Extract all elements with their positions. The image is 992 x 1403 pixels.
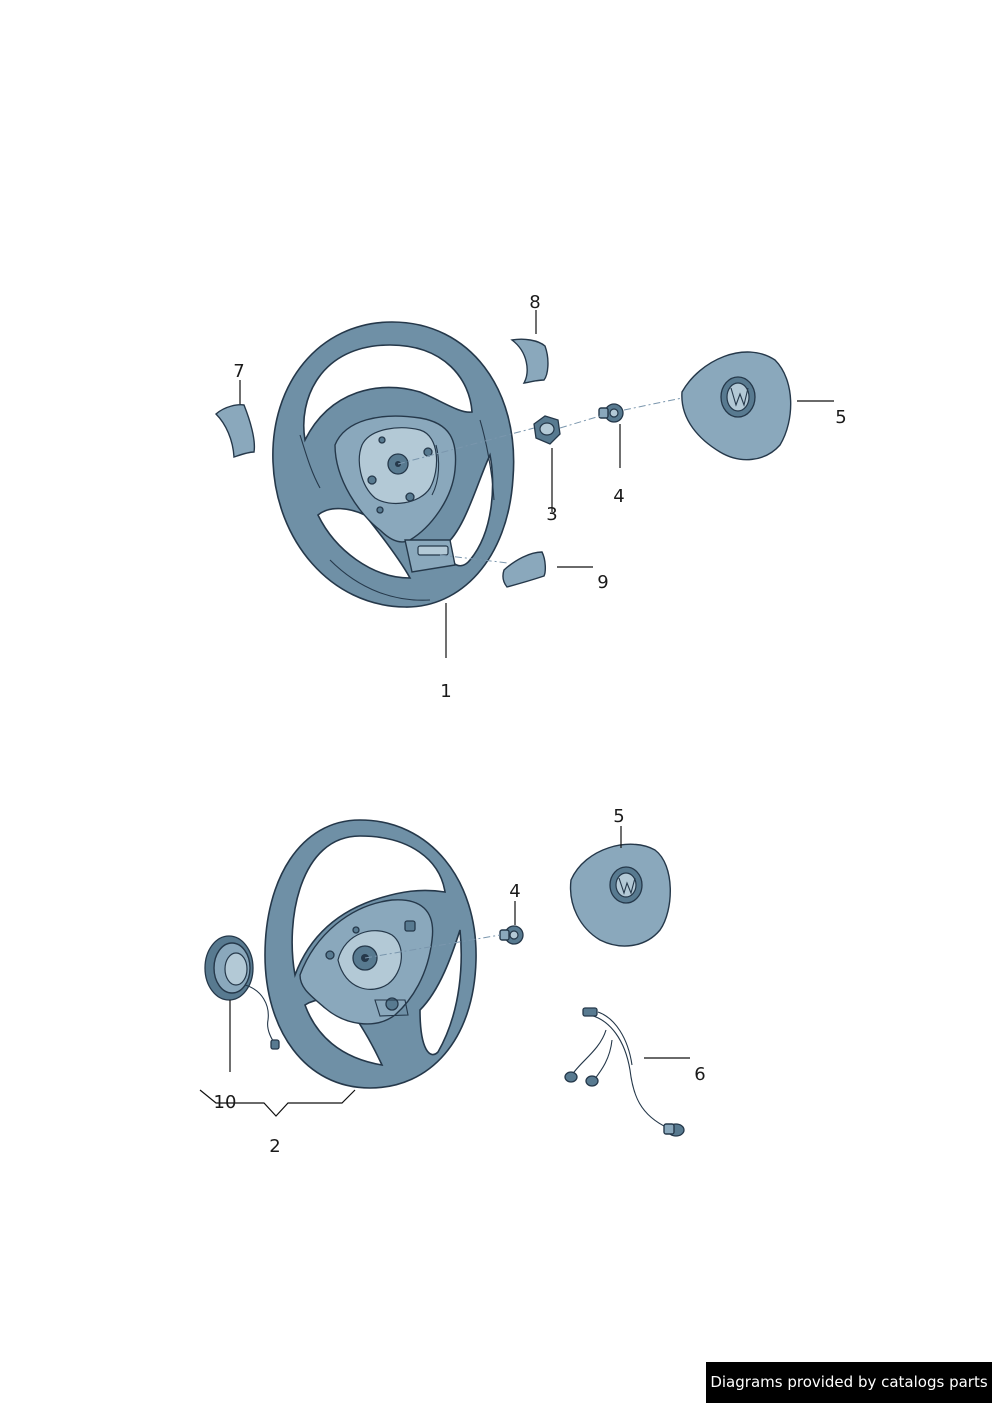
axis-line-top-3 (623, 397, 683, 411)
callout-6: 6 (694, 1064, 705, 1085)
clock-spring (204, 935, 280, 1050)
airbag-top (681, 351, 792, 461)
axis-line-top-2 (559, 415, 601, 429)
callout-9: 9 (597, 572, 608, 593)
airbag-bottom (569, 843, 671, 947)
callout-8: 8 (529, 292, 540, 313)
callout-5-bottom: 5 (613, 806, 624, 827)
callout-7: 7 (233, 361, 244, 382)
axis-line-top (397, 427, 535, 465)
bracket-2 (199, 1089, 356, 1117)
wiring-harness (564, 1007, 685, 1137)
callout-1: 1 (440, 681, 451, 702)
trim-cap-bottom (502, 551, 547, 588)
trim-cap-left (214, 404, 256, 458)
steering-wheel-top (272, 321, 515, 608)
nut (533, 415, 561, 445)
bolt-bottom (499, 925, 524, 945)
callout-3: 3 (546, 504, 557, 525)
credit-banner: Diagrams provided by catalogs parts (706, 1362, 992, 1403)
bolt-top (598, 403, 624, 423)
callout-10: 10 (214, 1092, 237, 1113)
steering-wheel-bottom (264, 819, 477, 1089)
callout-5-top: 5 (835, 407, 846, 428)
axis-line-bottom-cap (439, 554, 509, 564)
callout-4-top: 4 (613, 486, 624, 507)
callout-2: 2 (269, 1136, 280, 1157)
trim-cap-right (510, 338, 549, 384)
callout-4-bottom: 4 (509, 881, 520, 902)
